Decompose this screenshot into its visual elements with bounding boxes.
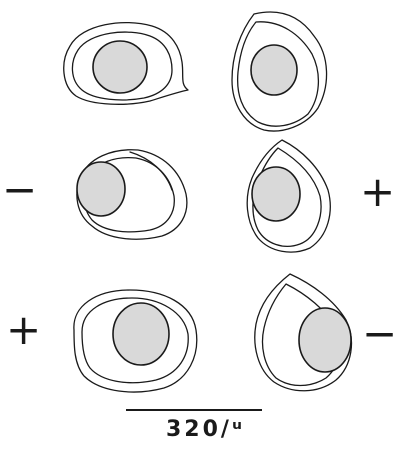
- cell-nucleus: [251, 45, 297, 95]
- scale-bar: 320/ᵘ: [126, 410, 262, 442]
- scale-bar-label: 320/ᵘ: [166, 417, 245, 442]
- cell-nucleus: [93, 41, 147, 93]
- sign-right-row2: +: [360, 167, 394, 216]
- cell-row1-right: [232, 12, 327, 131]
- cell-row3-left: [74, 290, 197, 392]
- cell-nucleus: [252, 167, 300, 221]
- cell-row2-right: [247, 140, 330, 252]
- cell-row3-right: [255, 274, 352, 391]
- cell-nucleus: [77, 162, 125, 216]
- cell-nucleus: [299, 308, 351, 372]
- sign-left-row3: +: [6, 305, 41, 354]
- cell-nucleus: [113, 303, 169, 365]
- sign-left-row2: −: [2, 165, 37, 214]
- cell-row2-left: [77, 150, 187, 239]
- sign-right-row3: −: [362, 309, 394, 358]
- cell-row1-left: [64, 23, 188, 105]
